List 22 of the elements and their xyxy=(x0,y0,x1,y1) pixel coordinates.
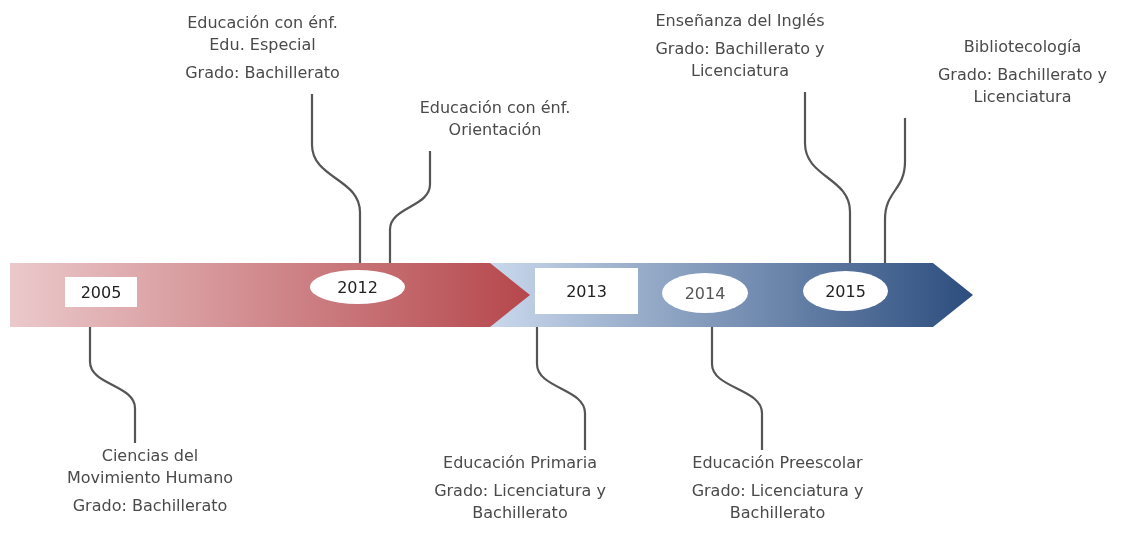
leader-line xyxy=(310,94,362,263)
year-tag: 2013 xyxy=(535,268,638,314)
leader-line xyxy=(803,92,852,263)
leader-line xyxy=(88,327,137,443)
program-name: Educación Primaria xyxy=(442,452,598,474)
leader-line xyxy=(710,327,764,450)
program-name: Ciencias del Movimiento Humano xyxy=(65,445,235,489)
program-name: Bibliotecología xyxy=(962,36,1083,58)
year-tag: 2005 xyxy=(65,277,137,307)
degree-text: Grado: Bachillerato xyxy=(184,62,341,84)
leader-line xyxy=(388,151,432,263)
program-name: Educación Preescolar xyxy=(691,452,864,474)
leader-line xyxy=(883,118,907,263)
degree-text: Grado: Licenciatura y Bachillerato xyxy=(433,480,607,524)
program-name: Enseñanza del Inglés xyxy=(654,10,826,32)
program-name: Educación con énf. Edu. Especial xyxy=(186,12,339,56)
program-name: Educación con énf. Orientación xyxy=(418,97,572,141)
degree-text: Grado: Licenciatura y Bachillerato xyxy=(690,480,865,524)
degree-text: Grado: Bachillerato y Licenciatura xyxy=(654,38,826,82)
degree-text: Grado: Bachillerato xyxy=(71,495,229,517)
leader-line xyxy=(535,327,587,450)
degree-text: Grado: Bachillerato y Licenciatura xyxy=(936,64,1109,108)
